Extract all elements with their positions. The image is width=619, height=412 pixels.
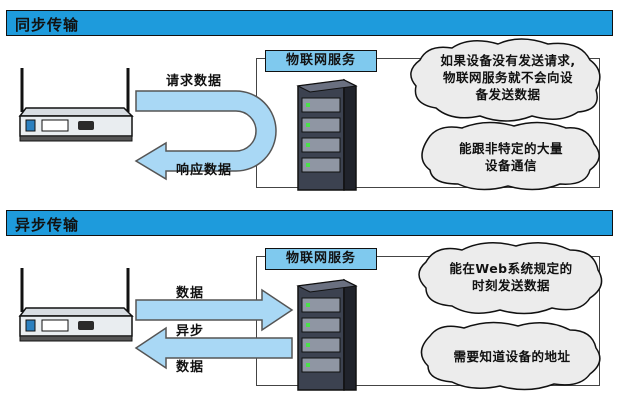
right-arrow-icon — [135, 288, 294, 332]
server-icon — [296, 78, 358, 191]
sync-section-title: 同步传输 — [15, 16, 80, 34]
request-data-label: 请求数据 — [166, 74, 223, 89]
note-cloud-icon — [421, 121, 600, 191]
data-down-label: 数据 — [176, 360, 205, 375]
async-service-label: 物联网服务 — [265, 248, 377, 270]
async-label: 异步 — [176, 324, 205, 339]
note-cloud-icon — [410, 38, 601, 122]
iot-device-icon — [18, 268, 134, 342]
async-service-box — [256, 256, 600, 386]
iot-device-icon — [18, 68, 134, 142]
cloud-note-text: 需要知道设备的地址 — [453, 349, 571, 364]
cloud-note-text: 如果设备没有发送请求, 物联网服务就不会向设 备发送数据 — [440, 53, 576, 102]
response-data-label: 响应数据 — [176, 163, 233, 178]
note-cloud-icon — [420, 321, 601, 391]
async-section-title: 异步传输 — [15, 216, 80, 234]
cloud-note-text: 能跟非特定的大量 设备通信 — [458, 141, 563, 173]
async-section-banner: 异步传输 — [6, 210, 613, 236]
data-up-label: 数据 — [176, 286, 205, 301]
cloud-note-text: 能在Web系统规定的 时刻发送数据 — [449, 261, 573, 293]
request-response-arrow — [134, 90, 277, 181]
server-icon — [296, 278, 358, 391]
left-arrow-icon — [134, 326, 293, 370]
sync-service-label: 物联网服务 — [265, 50, 377, 72]
note-cloud-icon — [418, 242, 603, 315]
sync-section-banner: 同步传输 — [6, 10, 613, 36]
